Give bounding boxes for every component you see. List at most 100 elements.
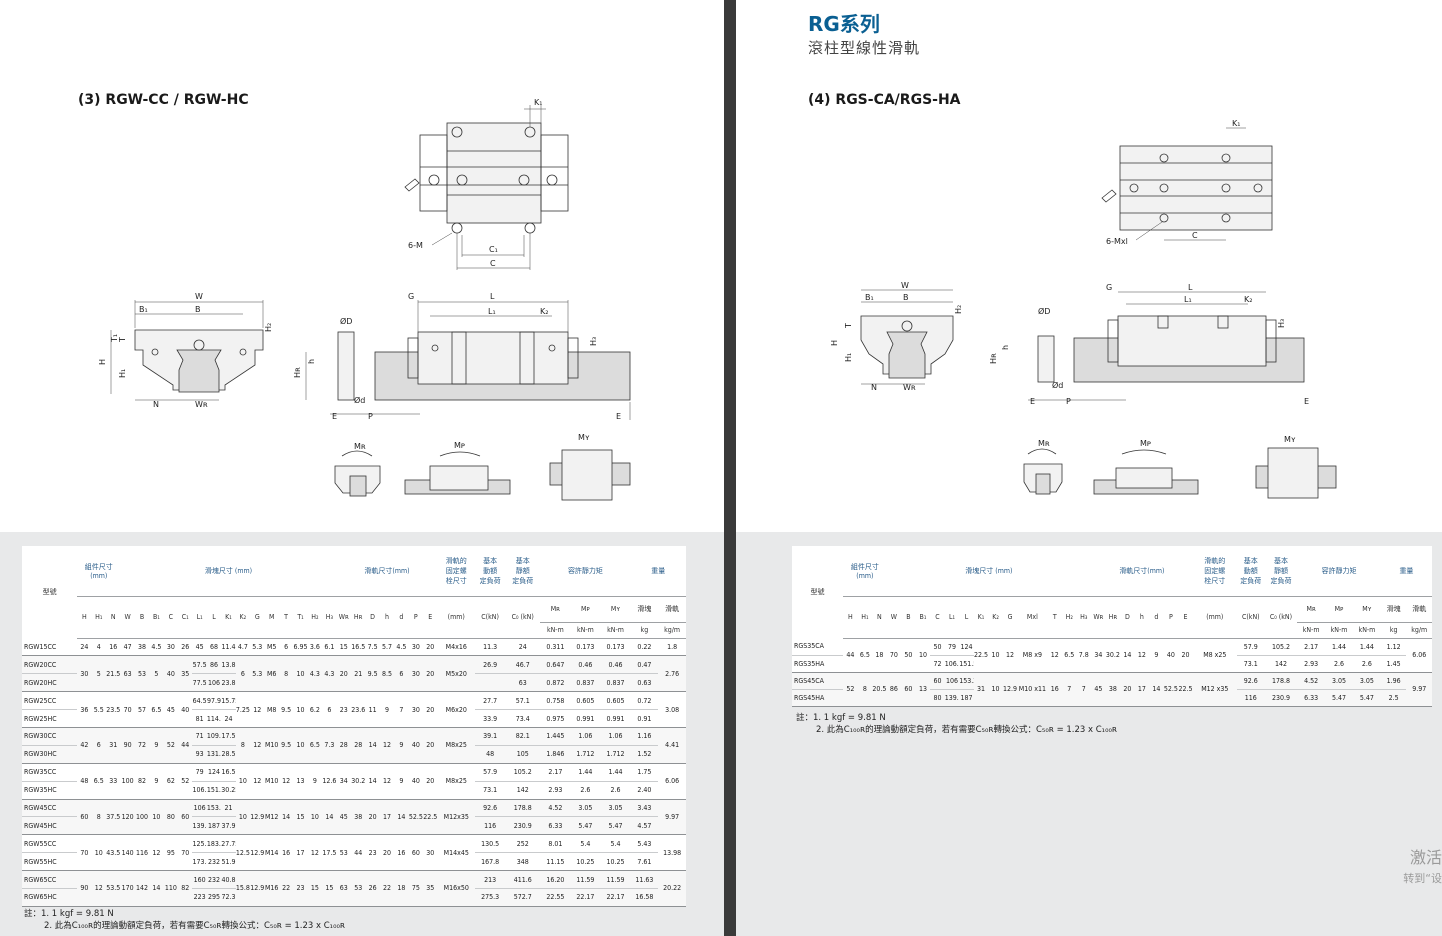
model-cell: RGW35HC	[22, 781, 78, 800]
dim-hr: Hʀ	[293, 367, 302, 378]
dim-w: W	[195, 292, 203, 301]
data-cell: 14	[149, 870, 164, 907]
dim-h3: H₃	[1277, 319, 1286, 328]
data-cell: 6.95	[293, 638, 308, 657]
data-cell: 16	[1047, 672, 1062, 707]
data-cell: 0.63	[630, 673, 659, 693]
dim-od: ØD	[1038, 306, 1050, 316]
data-cell: 2.5	[1380, 689, 1407, 707]
data-cell: 22.17	[570, 888, 601, 907]
model-cell: RGW65CC	[22, 870, 78, 889]
data-cell: 9.5	[278, 691, 294, 728]
data-cell: 12	[1047, 638, 1062, 673]
unit-bolt: (mm)	[437, 596, 476, 639]
bolt-label-line: 固定螺	[445, 566, 467, 575]
data-cell: 70	[77, 834, 92, 872]
data-cell: 28	[351, 727, 366, 764]
data-cell: M8	[264, 691, 279, 728]
dim-b: B	[195, 305, 201, 314]
data-cell: 20	[1178, 638, 1193, 673]
dim-od: ØD	[340, 316, 352, 326]
col-block-weight: 滑塊	[630, 596, 659, 623]
data-cell: M6	[264, 655, 279, 693]
dim-k1: K₁	[534, 98, 542, 107]
data-cell: 12.9	[1002, 672, 1018, 707]
dim-k2: K₂	[1244, 295, 1252, 304]
dim-h: H	[830, 340, 839, 346]
model-cell: RGW20HC	[22, 673, 78, 693]
data-cell: 53	[336, 834, 351, 872]
model-cell: RGW15CC	[22, 638, 78, 657]
data-cell: 8.5	[379, 655, 395, 693]
dim-hh: h	[1001, 345, 1010, 350]
data-cell: 7.25	[235, 691, 251, 728]
watermark-line-2: 转到“设	[1403, 872, 1442, 885]
data-cell: 114.4	[206, 709, 222, 728]
dim-k2: K₂	[540, 307, 548, 316]
data-cell: 12	[250, 727, 265, 764]
data-cell: 22.55	[540, 888, 571, 907]
bolt-label-line: 栓尺寸	[445, 576, 467, 585]
data-cell: 12	[1134, 638, 1150, 673]
model-cell: RGS45HA	[792, 689, 844, 707]
data-cell: 73.4	[505, 709, 541, 728]
data-cell: 6.5	[91, 763, 106, 800]
data-cell: 6.5	[857, 638, 873, 673]
table-row: RGS45CA52820.586601360106153.2311012.9M1…	[792, 672, 1432, 707]
data-cell: 2.6	[570, 781, 601, 800]
data-cell: 38	[1105, 672, 1121, 707]
unit-rail-weight: kg/m	[1406, 622, 1432, 639]
data-cell: 5.3	[250, 655, 265, 693]
data-cell: 0.837	[600, 673, 631, 693]
unit-mr: kN-m	[1297, 622, 1326, 639]
data-cell: 411.6	[505, 870, 541, 889]
label-my: Mʏ	[1284, 435, 1296, 444]
data-cell: 178.8	[505, 799, 541, 818]
data-cell: 12	[250, 691, 265, 728]
data-cell: 35	[423, 870, 438, 907]
data-cell: 0.46	[600, 655, 631, 675]
data-cell: 20	[365, 799, 380, 836]
dim-wr: Wʀ	[195, 400, 208, 409]
data-cell: 6.5	[149, 691, 164, 728]
side-view-drawing: L L₁ K₂ G H₃ ØD Hʀ h Ød E P E	[293, 292, 631, 421]
data-cell: 14	[322, 799, 337, 836]
note-line-2: 2. 此為C₁₀₀ʀ的理論動額定負荷，若有需要C₅₀ʀ轉換公式：C₅₀ʀ = 1…	[816, 725, 1118, 735]
col-block-dims: 滑塊尺寸 (mm)	[886, 546, 1092, 597]
data-cell: 6	[322, 691, 337, 728]
data-cell: 187	[959, 689, 974, 707]
col-model: 型號	[22, 546, 78, 638]
col-T₁: T₁	[293, 596, 308, 639]
data-cell: 8	[857, 672, 873, 707]
left-spec-table: 型號組件尺寸(mm)滑塊尺寸 (mm)滑軌尺寸(mm)滑軌的固定螺栓尺寸基本動額…	[22, 546, 686, 907]
data-cell: 183.7	[206, 834, 222, 854]
data-cell: 24	[221, 709, 236, 728]
col-H: H	[843, 596, 858, 639]
data-cell: 120	[120, 799, 135, 836]
col-Mxl: Mxl	[1017, 596, 1048, 639]
data-cell: 14	[1120, 638, 1135, 673]
unit-mp: kN-m	[570, 622, 601, 639]
data-cell: 68	[206, 638, 222, 657]
data-cell: 53	[134, 655, 150, 693]
data-cell: 4.52	[540, 799, 571, 818]
data-cell: 40	[408, 727, 424, 764]
table-row: RGW35HC106.5151.530.2573.11422.932.62.62…	[22, 781, 686, 800]
dim-hh: h	[307, 359, 316, 364]
data-cell: 90	[120, 727, 135, 764]
col-G: G	[250, 596, 265, 639]
model-cell: RGW30CC	[22, 727, 78, 746]
data-cell: 20	[423, 727, 438, 764]
note-line-2: 2. 此為C₁₀₀ʀ的理論動額定負荷，若有需要C₅₀ʀ轉換公式：C₅₀ʀ = 1…	[44, 921, 346, 931]
dim-h: H	[98, 359, 107, 365]
data-cell: 20	[423, 691, 438, 728]
data-cell: 10	[988, 638, 1003, 673]
data-cell: 20	[1120, 672, 1135, 707]
dim-6m: 6-M	[408, 241, 423, 250]
table-row: RGW45HC139.818737.9116230.96.335.475.474…	[22, 816, 686, 836]
data-cell: 2.40	[630, 781, 659, 800]
